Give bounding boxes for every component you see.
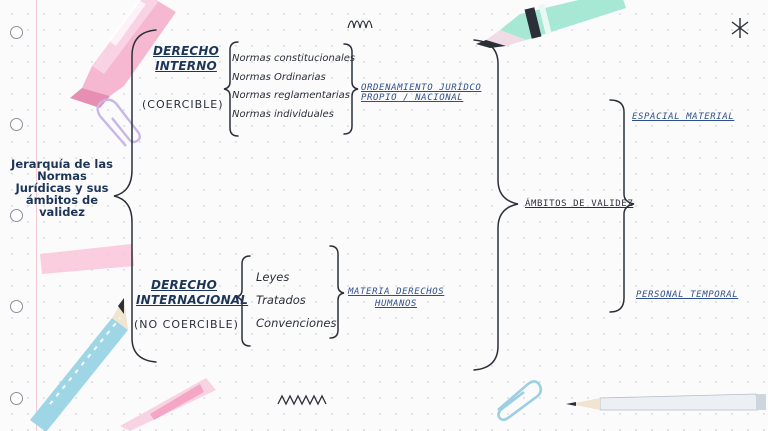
list-item: Normas reglamentarias <box>232 90 350 101</box>
derecho-interno-heading: DERECHO INTERNO <box>150 44 222 74</box>
mint-crayon-icon <box>476 0 626 48</box>
internacional-closing-brace <box>329 245 345 339</box>
interno-closing-brace <box>343 43 359 135</box>
binder-hole <box>10 300 23 313</box>
asterisk-icon <box>731 18 749 38</box>
heading-line: INTERNACIONAL <box>136 293 249 307</box>
link-line: ORDENAMIENTO JURÍDCO <box>361 83 482 93</box>
interno-norms-list: Normas constitucionales Normas Ordinaria… <box>232 50 355 124</box>
pink-tape-icon <box>40 244 134 274</box>
list-item: Normas constitucionales <box>232 53 356 64</box>
grey-pencil-icon <box>566 393 766 411</box>
ambitos-brace <box>473 39 519 371</box>
blue-paperclip-icon <box>497 380 543 422</box>
paperclip-icon <box>96 98 141 147</box>
list-item: Convenciones <box>256 316 337 330</box>
scribble-icon <box>347 20 373 29</box>
no-coercible-tag: (NO COERCIBLE) <box>134 318 239 331</box>
interno-items-brace <box>223 41 239 137</box>
diagram-braces <box>113 29 635 371</box>
pink-pen-icon <box>120 378 216 431</box>
binder-hole <box>10 392 23 405</box>
ambitos-sub-brace <box>609 99 635 313</box>
zigzag-icon <box>277 394 327 406</box>
internacional-items-brace <box>235 255 251 347</box>
link-line: HUMANOS <box>374 299 418 309</box>
heading-line: DERECHO <box>150 278 218 292</box>
coercible-tag: (COERCIBLE) <box>142 98 224 111</box>
link-line: PROPIO / NACIONAL <box>361 93 464 103</box>
list-item: Normas individuales <box>232 108 334 120</box>
main-brace <box>113 29 157 363</box>
ambitos-label: ÁMBITOS DE VALIDEZ <box>525 199 634 209</box>
espacial-material-label: ESPACIAL MATERIAL <box>632 112 735 122</box>
ordenamiento-link: ORDENAMIENTO JURÍDCO PROPIO / NACIONAL <box>361 83 481 103</box>
margin-line <box>36 0 38 431</box>
binder-hole <box>10 118 23 131</box>
list-item: Leyes <box>256 270 290 284</box>
blue-pencil-icon <box>30 298 128 431</box>
binder-hole <box>10 26 23 39</box>
derecho-internacional-heading: DERECHO INTERNACIONAL <box>136 278 249 308</box>
list-item: Normas Ordinarias <box>232 71 326 83</box>
personal-temporal-label: PERSONAL TEMPORAL <box>636 290 739 300</box>
link-line: MATERIA DERECHOS <box>348 287 445 297</box>
main-title: Jerarquía de las Normas Jurídicas y sus … <box>11 157 113 219</box>
list-item: Tratados <box>256 293 306 307</box>
binder-hole <box>10 209 23 222</box>
derechos-humanos-link: MATERIA DERECHOS HUMANOS <box>348 286 444 310</box>
heading-line: INTERNO <box>155 59 217 73</box>
internacional-norms-list: Leyes Tratados Convenciones <box>256 266 336 335</box>
heading-line: DERECHO <box>152 44 220 58</box>
